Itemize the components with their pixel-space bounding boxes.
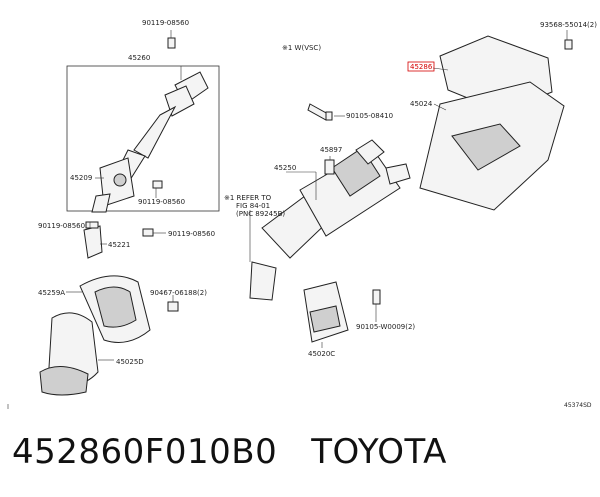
label-90119-08560-left: 90119-08560 — [38, 222, 85, 230]
label-note-refer-1: ※1 REFER TO — [224, 194, 272, 202]
label-45025D: 45025D — [116, 358, 144, 366]
column-cover-45259A — [79, 275, 151, 343]
highlight-box-45286 — [407, 61, 435, 72]
label-90119-08560-top: 90119-08560 — [142, 19, 189, 27]
leader-lines — [66, 30, 568, 361]
label-note-refer-3: (PNC 89245B) — [236, 210, 285, 218]
label-45260: 45260 — [128, 54, 150, 62]
yoke-45221 — [83, 221, 103, 259]
label-45286: 45286 — [410, 63, 433, 71]
label-90105-W0009: 90105-W0009(2) — [356, 323, 415, 331]
bolt-90105-W0009 — [372, 289, 381, 305]
part-45897 — [324, 159, 335, 175]
bolt-90119-bottom — [142, 228, 154, 237]
label-diagram-code: 45374SD — [564, 402, 592, 409]
parts-diagram: 90119-08560 93568-55014(2) ※1 W(VSC) 452… — [7, 19, 597, 409]
part-number: 452860F010B0 — [12, 432, 278, 472]
label-45250: 45250 — [274, 164, 296, 172]
part-caption: 452860F010B0 TOYOTA — [12, 432, 447, 472]
label-90105-08410: 90105-08410 — [346, 112, 393, 120]
label-45221: 45221 — [108, 241, 130, 249]
lock-assembly-45020C — [303, 281, 349, 343]
brand-name: TOYOTA — [311, 432, 447, 472]
label-93568-55014: 93568-55014(2) — [540, 21, 597, 29]
label-45020C: 45020C — [308, 350, 335, 358]
label-90119-08560-mid: 90119-08560 — [138, 198, 185, 206]
label-45259A: 45259A — [38, 289, 65, 297]
boot-45025D — [39, 312, 99, 396]
bolt-90119-top — [167, 30, 176, 49]
label-note-refer-2: FIG 84-01 — [236, 202, 270, 210]
label-90467-06188: 90467-06188(2) — [150, 289, 207, 297]
label-45209: 45209 — [70, 174, 92, 182]
shaft-group-frame — [66, 65, 220, 212]
label-90119-08560-bottom: 90119-08560 — [168, 230, 215, 238]
bolt-90119-mid — [152, 180, 163, 189]
steering-column-45250 — [249, 139, 411, 301]
nut-90467 — [167, 301, 179, 312]
label-45024: 45024 — [410, 100, 433, 108]
screw-93568 — [564, 39, 573, 50]
bolt-90105-08410 — [307, 103, 333, 121]
intermediate-shaft-assembly — [91, 71, 209, 213]
lower-cover-45024 — [419, 81, 565, 211]
label-45897: 45897 — [320, 146, 342, 154]
label-note-vsc: ※1 W(VSC) — [282, 44, 321, 52]
